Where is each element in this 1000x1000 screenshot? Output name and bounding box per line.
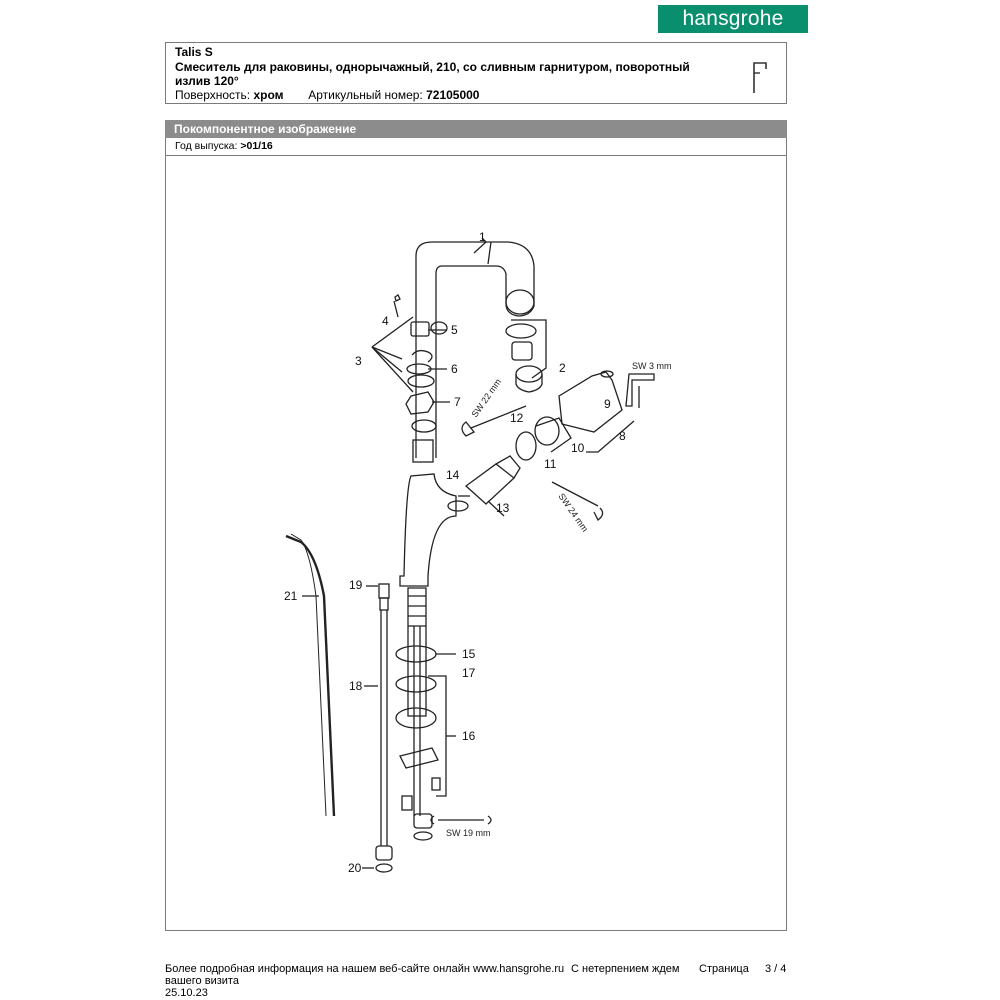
- footer-website-link[interactable]: www.hansgrohe.ru: [473, 963, 565, 975]
- section-title: Покомпонентное изображение: [174, 122, 357, 136]
- section-title-bar: Покомпонентное изображение: [165, 120, 787, 138]
- product-name: Talis S: [175, 45, 213, 59]
- footer-date: 25.10.23: [165, 987, 208, 999]
- callout-1: 1: [479, 230, 486, 244]
- callout-13: 13: [496, 501, 510, 515]
- year-label: Год выпуска:: [175, 140, 238, 152]
- callout-16: 16: [462, 729, 476, 743]
- callout-12: 12: [510, 411, 524, 425]
- callout-15: 15: [462, 647, 476, 661]
- callout-5: 5: [451, 323, 458, 337]
- faucet-icon: [753, 62, 767, 93]
- callout-20: 20: [348, 861, 362, 875]
- footer-info-text: Более подробная информация на нашем веб-…: [165, 963, 470, 975]
- callout-6: 6: [451, 362, 458, 376]
- footer-page-label: Страница: [699, 963, 749, 975]
- callout-17: 17: [462, 666, 476, 680]
- callout-19: 19: [349, 578, 363, 592]
- callout-8: 8: [619, 429, 626, 443]
- callout-7: 7: [454, 395, 461, 409]
- callout-21: 21: [284, 589, 298, 603]
- tool-label-sw19: SW 19 mm: [446, 828, 491, 838]
- product-header: Talis S Смеситель для раковины, однорыча…: [165, 42, 787, 104]
- article-label: Артикульный номер:: [308, 88, 423, 102]
- year-value: >01/16: [240, 140, 273, 152]
- callout-4: 4: [382, 314, 389, 328]
- part-lever: [558, 371, 623, 433]
- brand-logo: hansgrohe: [658, 5, 808, 33]
- tool-label-sw22: SW 22 mm: [469, 377, 503, 419]
- surface-label: Поверхность:: [175, 88, 251, 102]
- part-body: [399, 473, 457, 717]
- article-value: 72105000: [426, 88, 480, 102]
- part-seal-ring: [505, 323, 537, 339]
- callout-labels: 1 2 3 4 5 6 7 8 9 10 11 12 13 14 15 16 1…: [284, 230, 626, 875]
- release-year-row: Год выпуска: >01/16: [166, 138, 786, 156]
- callout-14: 14: [446, 468, 460, 482]
- exploded-view-frame: Год выпуска: >01/16: [165, 138, 787, 931]
- callout-2: 2: [559, 361, 566, 375]
- product-description-line2: излив 120°: [175, 74, 239, 88]
- exploded-diagram: 1 2 3 4 5 6 7 8 9 10 11 12 13 14 15 16 1…: [284, 230, 672, 875]
- product-description-line1: Смеситель для раковины, однорычажный, 21…: [175, 60, 690, 74]
- page-footer: Более подробная информация на нашем веб-…: [165, 963, 805, 999]
- footer-visit-line1: С нетерпением ждем: [571, 963, 680, 975]
- part-hose: [375, 583, 393, 873]
- part-aerator: [511, 341, 533, 361]
- callout-18: 18: [349, 679, 363, 693]
- footer-page-value: 3 / 4: [765, 963, 787, 975]
- part-spout: [415, 241, 535, 458]
- callout-3: 3: [355, 354, 362, 368]
- tool-label-sw3: SW 3 mm: [632, 361, 672, 371]
- footer-visit-line2: вашего визита: [165, 975, 239, 987]
- product-meta: Поверхность: хром Артикульный номер: 721…: [175, 88, 479, 102]
- callout-11: 11: [544, 457, 557, 471]
- callout-9: 9: [604, 397, 611, 411]
- callout-10: 10: [571, 441, 585, 455]
- surface-value: хром: [253, 88, 284, 102]
- tool-label-sw24: SW 24 mm: [556, 491, 590, 533]
